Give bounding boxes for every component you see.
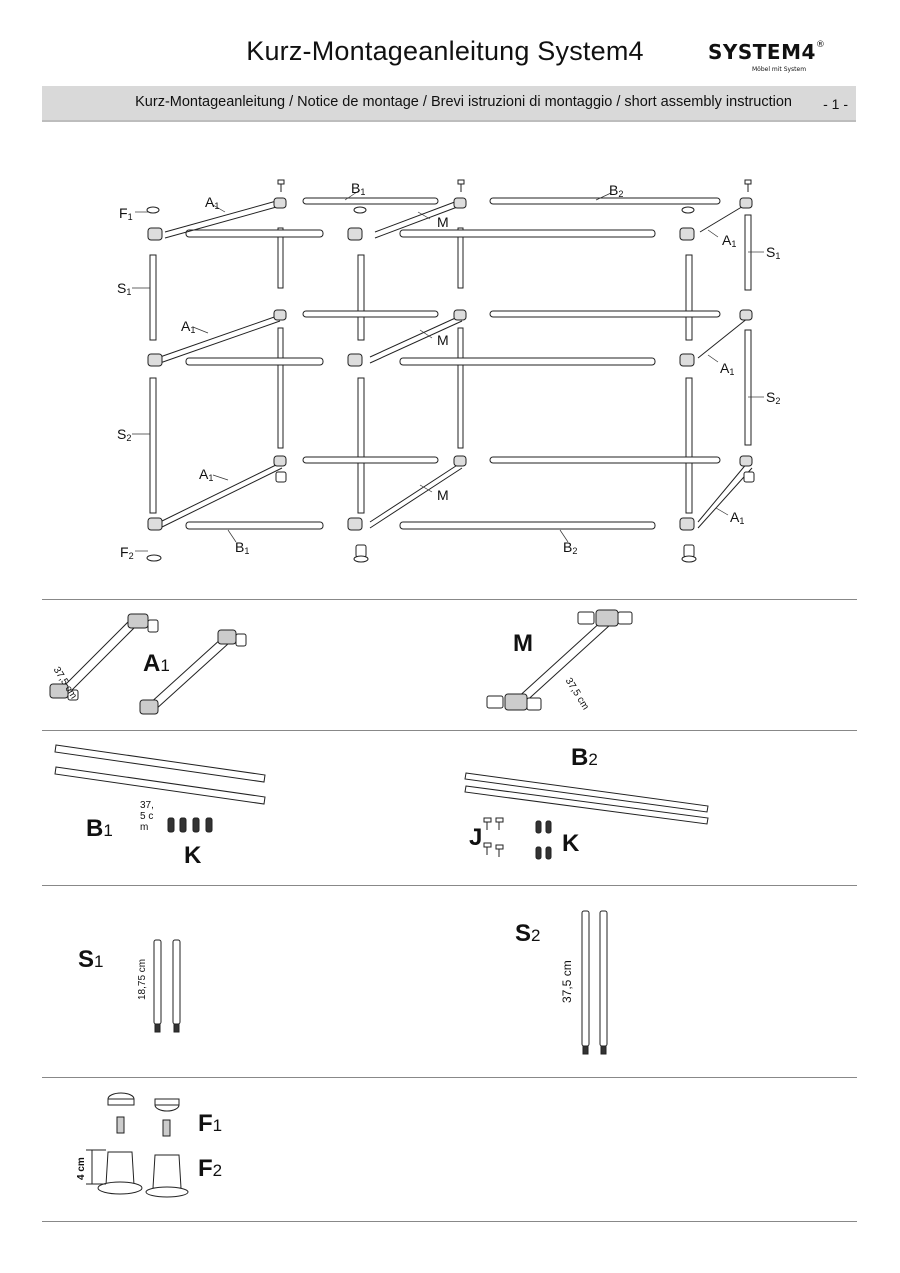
brand-logo: SYSTEM4®: [708, 40, 826, 64]
divider-3: [42, 885, 857, 886]
part-label-b2: B2: [571, 744, 598, 771]
part-label-j: J: [469, 824, 483, 851]
part-k-left-drawing: [167, 817, 213, 833]
brand-tagline: Möbel mit System: [752, 66, 807, 73]
label-m-top: M: [437, 214, 449, 230]
label-b2-bottom: B2: [563, 539, 578, 556]
label-m-low: M: [437, 487, 449, 503]
label-b1-bottom: B1: [235, 539, 250, 556]
part-label-m: M: [513, 630, 533, 657]
part-m-drawing: [486, 609, 633, 711]
label-a1-mid: A1: [181, 318, 196, 335]
part-b2-drawing: [464, 772, 709, 825]
part-b1-drawing: [54, 744, 266, 805]
dim-s2: 37,5 cm: [560, 960, 574, 1003]
label-f2: F2: [120, 544, 134, 561]
part-k-right-drawing: [535, 820, 552, 860]
part-s1-drawing: [153, 939, 181, 1033]
label-a1-right-mid: A1: [720, 360, 735, 377]
part-label-k-right: K: [562, 830, 580, 857]
dim-s1: 18,75 cm: [137, 958, 148, 1000]
part-label-f1: F1: [198, 1110, 223, 1137]
post-s1-left: [149, 254, 157, 341]
divider-2: [42, 730, 857, 731]
label-b2-top: B2: [609, 182, 624, 199]
divider-4: [42, 1077, 857, 1078]
label-s2-left: S2: [117, 426, 132, 443]
part-label-s1: S1: [78, 946, 104, 973]
part-label-b1: B1: [86, 815, 113, 842]
label-b1-top: B1: [351, 180, 366, 197]
label-s1-right: S1: [766, 244, 781, 261]
label-f1: F1: [119, 205, 133, 222]
label-s2-right: S2: [766, 389, 781, 406]
part-s2-drawing: [581, 910, 608, 1055]
part-j-drawing: [483, 817, 504, 857]
divider-1: [42, 599, 857, 600]
post-s2-left: [149, 377, 157, 514]
label-s1-left: S1: [117, 280, 132, 297]
subtitle-band: Kurz-Montageanleitung / Notice de montag…: [42, 86, 856, 122]
label-a1-low: A1: [199, 466, 214, 483]
part-f-drawing: [86, 1092, 189, 1198]
part-a1-drawing: [49, 613, 247, 715]
subtitle-text: Kurz-Montageanleitung / Notice de montag…: [135, 94, 792, 110]
label-a1-right-top: A1: [722, 232, 737, 249]
dim-foot: 4 cm: [76, 1157, 87, 1180]
label-a1-right-low: A1: [730, 509, 745, 526]
part-label-a1: A1: [143, 650, 170, 677]
part-label-k-left: K: [184, 842, 202, 869]
dim-b1: 37,5 cm: [140, 800, 154, 833]
label-a1-top: A1: [205, 194, 220, 211]
label-m-mid: M: [437, 332, 449, 348]
page-number: - 1 -: [823, 96, 848, 112]
part-label-s2: S2: [515, 920, 541, 947]
divider-5: [42, 1221, 857, 1222]
part-label-f2: F2: [198, 1155, 223, 1182]
page-title: Kurz-Montageanleitung System4: [246, 36, 644, 66]
